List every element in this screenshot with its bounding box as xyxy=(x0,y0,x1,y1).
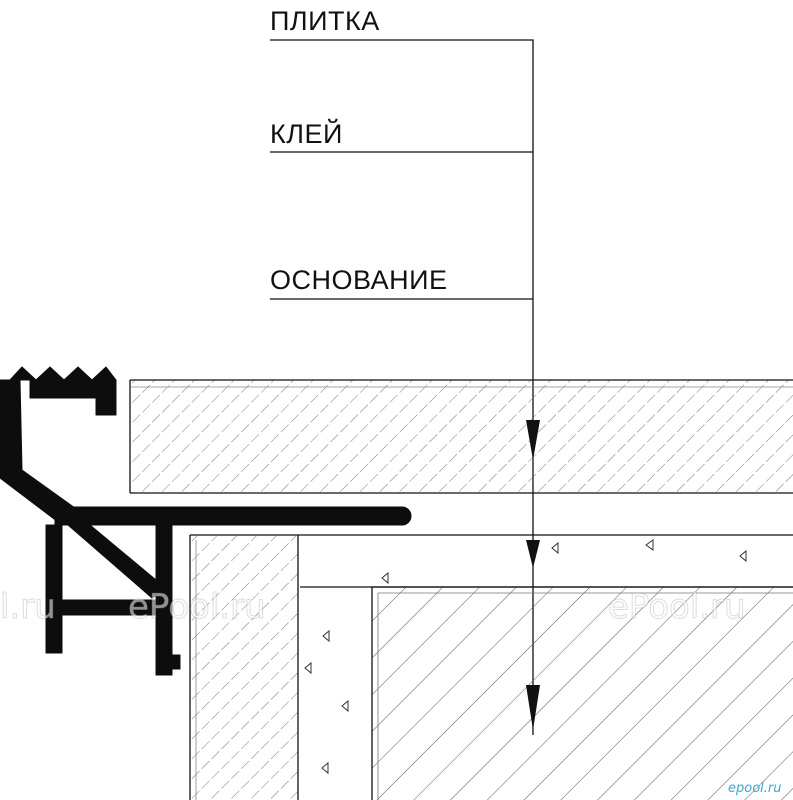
arrowheads xyxy=(526,420,540,730)
tile-leader-line xyxy=(270,39,534,380)
edge-profile xyxy=(0,366,412,676)
base-layer xyxy=(371,586,793,800)
tile-layer xyxy=(129,379,793,494)
watermark-center: ePool.ru xyxy=(128,587,266,627)
tile-layer-vertical xyxy=(189,535,299,800)
watermarks: l.ru ePool.ru ePool.ru epool.ru xyxy=(0,587,782,797)
watermark-corner: epool.ru xyxy=(728,781,782,796)
watermark-left: l.ru xyxy=(0,587,56,627)
adhesive-label: КЛЕЙ xyxy=(270,118,343,149)
tile-label: ПЛИТКА xyxy=(270,6,380,36)
adhesive-layer-vertical xyxy=(304,629,349,775)
base-label: ОСНОВАНИЕ xyxy=(270,265,448,295)
watermark-right: ePool.ru xyxy=(608,587,746,627)
adhesive-arrowhead xyxy=(526,540,540,568)
tile-arrowhead xyxy=(526,420,540,460)
base-arrowhead xyxy=(526,685,540,730)
